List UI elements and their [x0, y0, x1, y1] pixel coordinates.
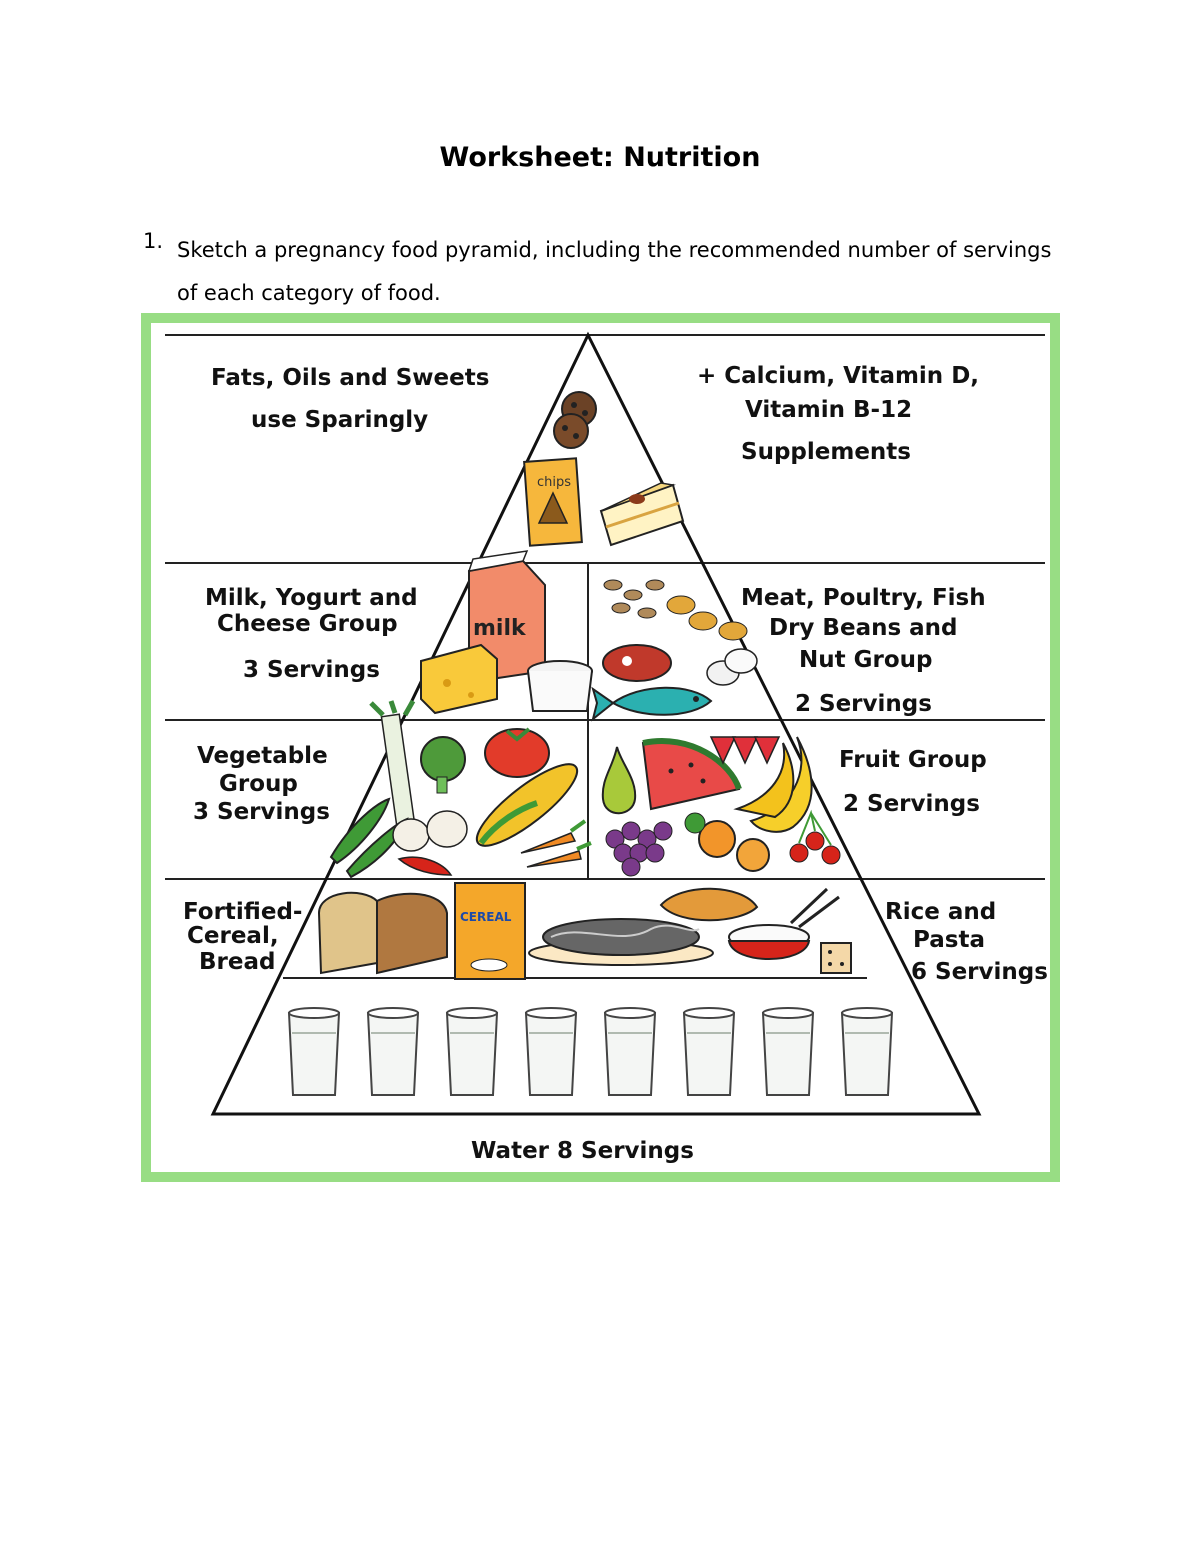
rice-pasta-label-line2: Pasta	[913, 927, 985, 953]
cherries-icon	[789, 809, 841, 865]
cereal-bread-label-line1: Fortified-	[183, 899, 302, 925]
water-glass-icon	[445, 1007, 499, 1096]
watermelon-icon	[641, 738, 742, 811]
fruit-group-label: Fruit Group	[839, 747, 987, 773]
garlic-icon	[392, 810, 468, 852]
vegetable-group-label-line2: Group	[219, 771, 298, 797]
meat-group-label-line3: Nut Group	[799, 647, 933, 673]
pasta-platter-icon	[528, 918, 714, 966]
meat-group-label-line2: Dry Beans and	[769, 615, 958, 641]
chips-bag-icon: chips	[523, 457, 583, 547]
water-glass-icon	[287, 1007, 341, 1096]
milk-group-servings: 3 Servings	[243, 657, 380, 683]
supplements-label-line1: + Calcium, Vitamin D,	[697, 363, 979, 389]
fish-icon	[591, 686, 713, 722]
rice-pasta-label-line1: Rice and	[885, 899, 996, 925]
strawberries-icon	[709, 736, 781, 765]
steak-icon	[602, 644, 672, 682]
chili-pepper-icon	[397, 856, 453, 876]
cereal-box-label: CEREAL	[460, 910, 512, 924]
corn-icon	[475, 763, 579, 847]
tomato-icon	[484, 727, 550, 778]
supplements-label-line3: Supplements	[741, 439, 911, 465]
milk-carton-label: milk	[473, 616, 527, 641]
milk-carton-icon: milk	[467, 550, 546, 681]
yogurt-cup-icon	[527, 660, 593, 712]
cake-slice-icon	[599, 482, 685, 547]
apricots-icon	[684, 812, 770, 872]
food-pyramid-svg: chips milk	[165, 331, 1048, 1164]
eggs-icon	[706, 648, 758, 686]
meat-group-label-line1: Meat, Poultry, Fish	[741, 585, 986, 611]
milk-group-label-line1: Milk, Yogurt and	[205, 585, 418, 611]
water-glasses	[287, 1007, 894, 1096]
grapes-icon	[605, 821, 673, 877]
meat-group-servings: 2 Servings	[795, 691, 932, 717]
cheese-icon	[420, 643, 498, 715]
fruit-group-servings: 2 Servings	[843, 791, 980, 817]
cookies-icon	[553, 391, 597, 449]
food-pyramid-figure: chips milk	[141, 313, 1060, 1182]
milk-group-label-line2: Cheese Group	[217, 611, 398, 637]
pear-icon	[601, 746, 637, 815]
cereal-bread-label-line2: Cereal,	[187, 923, 279, 949]
cereal-box-icon: CEREAL	[454, 882, 526, 980]
crackers-icon	[820, 942, 852, 974]
cereal-bread-label-line3: Bread	[199, 949, 275, 975]
fats-label-line1: Fats, Oils and Sweets	[211, 365, 489, 391]
leek-icon	[369, 699, 416, 827]
water-glass-icon	[682, 1007, 736, 1096]
worksheet-title: Worksheet: Nutrition	[439, 142, 761, 173]
banana-icon	[733, 736, 813, 833]
croissant-icon	[659, 887, 759, 922]
broccoli-icon	[420, 736, 466, 794]
question-number: 1.	[143, 229, 164, 253]
water-glass-icon	[524, 1007, 578, 1096]
question-text: Sketch a pregnancy food pyramid, includi…	[177, 238, 1052, 305]
rice-bowl-icon	[727, 887, 840, 960]
water-glass-icon	[840, 1007, 894, 1096]
chips-label: chips	[537, 475, 571, 490]
rice-pasta-servings: 6 Servings	[911, 959, 1048, 985]
water-servings-label: Water 8 Servings	[471, 1138, 694, 1164]
vegetable-group-servings: 3 Servings	[193, 799, 330, 825]
carrots-icon	[520, 819, 592, 868]
water-glass-icon	[366, 1007, 420, 1096]
supplements-label-line2: Vitamin B-12	[745, 397, 912, 423]
beans-nuts-icon	[603, 579, 748, 641]
fats-label-line2: use Sparingly	[251, 407, 428, 433]
water-glass-icon	[603, 1007, 657, 1096]
vegetable-group-label-line1: Vegetable	[197, 743, 328, 769]
bread-loaf-icon	[317, 891, 448, 975]
water-glass-icon	[761, 1007, 815, 1096]
